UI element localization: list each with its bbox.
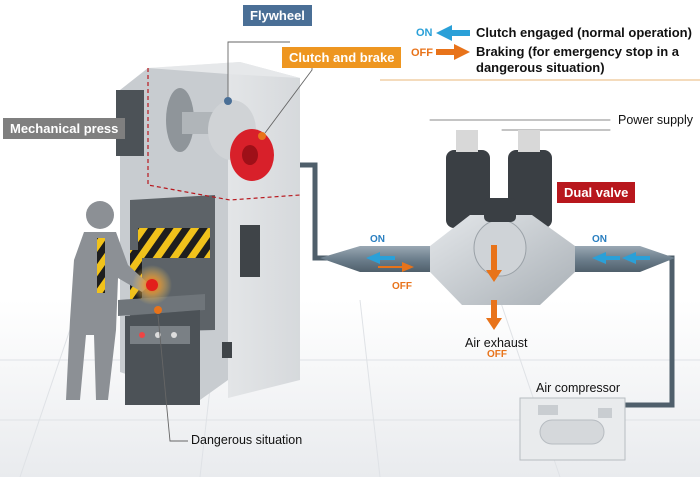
air-compressor-label: Air compressor: [536, 381, 621, 395]
flow-arrows: [366, 245, 650, 330]
air-compressor: [519, 397, 626, 461]
arrow-on-right-1: [592, 252, 620, 264]
flow-off-exhaust-tag: OFF: [487, 349, 507, 360]
clutch-and-brake-label: Clutch and brake: [282, 47, 402, 68]
legend-on-arrow: [436, 25, 470, 41]
hazard-stripes: [138, 228, 210, 258]
arrow-off-down-2: [486, 300, 502, 330]
control-box: [240, 225, 260, 277]
legend-off-text-line1: Braking (for emergency stop in a: [476, 44, 679, 59]
dangerous-situation-label: Dangerous situation: [191, 433, 303, 447]
flywheel-arm: [166, 88, 194, 152]
air-exhaust-label: Air exhaust: [465, 336, 528, 350]
arrow-off-down-1: [486, 245, 502, 282]
flow-off-left-tag: OFF: [392, 281, 412, 292]
legend-off-tag: OFF: [411, 47, 433, 59]
dual-valve: [430, 130, 575, 305]
arrow-off-left: [378, 262, 414, 272]
arrow-on-right-2: [622, 252, 650, 264]
legend-on-tag: ON: [416, 27, 433, 39]
dual-valve-label: Dual valve: [557, 182, 636, 203]
legend-off-text-line2: dangerous situation): [476, 60, 605, 75]
flywheel-label: Flywheel: [243, 5, 312, 26]
flow-on-right-tag: ON: [592, 234, 607, 245]
operator-silhouette: [66, 201, 150, 400]
power-supply-label: Power supply: [618, 113, 694, 127]
legend-off-arrow: [436, 44, 470, 60]
mechanical-press-label: Mechanical press: [3, 118, 126, 139]
mechanical-press: [116, 62, 301, 405]
arrow-on-left: [366, 252, 395, 264]
legend-on-text: Clutch engaged (normal operation): [476, 25, 692, 40]
flow-on-left-tag: ON: [370, 234, 385, 245]
